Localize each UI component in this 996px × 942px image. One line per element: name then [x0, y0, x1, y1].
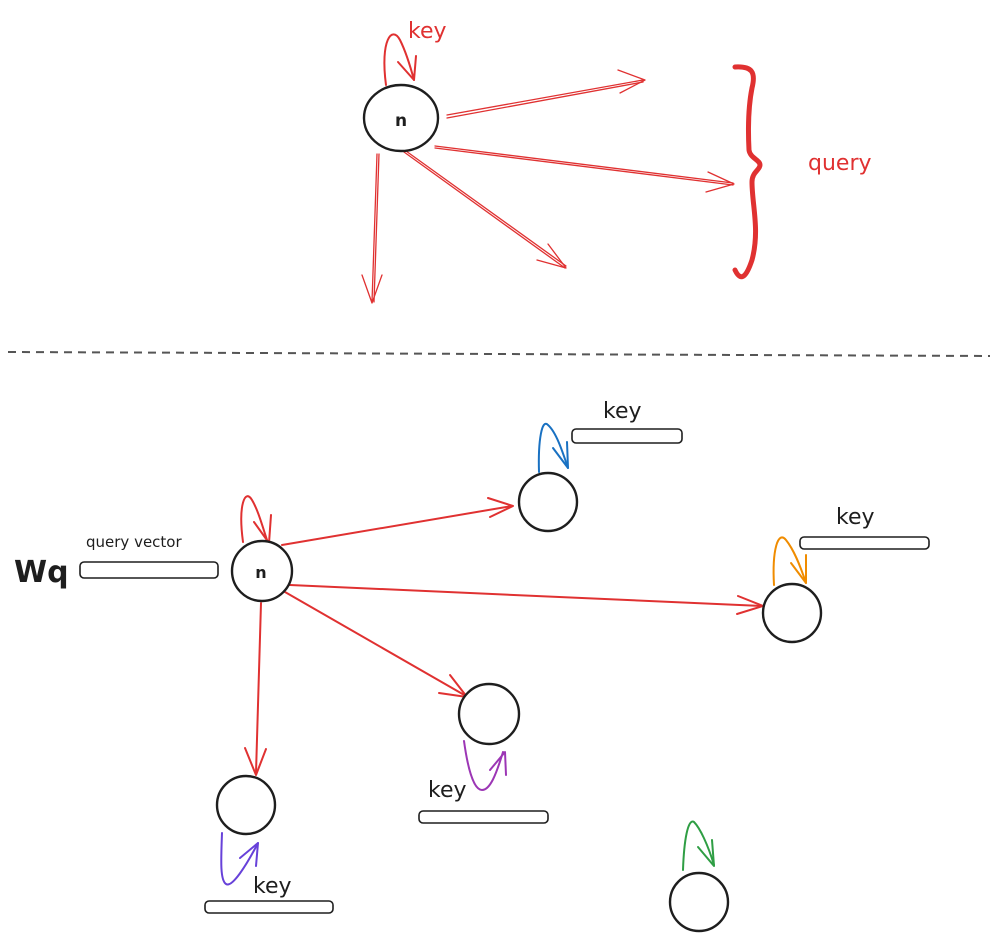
section-divider — [7, 351, 991, 357]
bottom-left-neighbor-node — [215, 774, 277, 836]
query-arrow-2 — [434, 145, 735, 193]
query-arrow-3 — [403, 150, 567, 269]
top-node — [362, 83, 440, 153]
orange-self-loop — [772, 536, 807, 586]
purple-arrowhead — [489, 751, 507, 776]
green-self-loop — [682, 820, 715, 871]
right-neighbor-key-label: key — [836, 505, 875, 530]
center-node — [230, 539, 294, 603]
top-section: key n query — [361, 19, 872, 304]
query-arrow-1 — [446, 69, 646, 119]
right-neighbor-key-bar — [799, 536, 930, 550]
right-neighbor-node — [761, 582, 823, 644]
violet-self-loop — [220, 832, 259, 886]
upper-neighbor-key-bar — [571, 428, 683, 444]
key-self-loop-top — [383, 33, 417, 86]
right-neighbor: key — [761, 505, 930, 644]
middle-neighbor-node — [457, 682, 521, 746]
edge-to-bottom-left-neighbor — [244, 602, 267, 776]
bottom-left-neighbor: key — [204, 774, 334, 914]
edge-to-middle-neighbor — [284, 591, 468, 698]
orange-arrowhead — [790, 554, 807, 584]
bottom-left-neighbor-key-label: key — [253, 874, 292, 899]
middle-neighbor-key-bar — [418, 810, 549, 824]
purple-self-loop — [463, 740, 504, 791]
query-brace — [732, 64, 763, 280]
weight-matrix-label: Wq — [14, 555, 69, 590]
upper-neighbor-node — [517, 471, 579, 533]
isolated-node — [668, 820, 730, 933]
query-vector-bar — [79, 561, 219, 579]
bottom-left-neighbor-key-bar — [204, 900, 334, 914]
upper-neighbor-key-label: key — [603, 399, 642, 424]
edge-to-right-neighbor — [289, 584, 764, 615]
top-node-label: n — [395, 111, 407, 131]
query-brace-label: query — [808, 151, 872, 176]
blue-arrowhead — [552, 441, 569, 469]
green-arrowhead — [697, 839, 715, 867]
query-vector-label: query vector — [86, 533, 182, 551]
top-key-label: key — [408, 19, 447, 44]
query-arrow-4 — [361, 153, 383, 304]
violet-arrowhead — [239, 842, 259, 867]
edge-to-upper-neighbor — [281, 497, 514, 546]
bottom-section: Wq query vector n — [14, 399, 930, 933]
isolated-node-circle — [668, 871, 730, 933]
center-self-loop — [240, 495, 272, 544]
center-node-label: n — [255, 563, 266, 582]
middle-neighbor-key-label: key — [428, 778, 467, 803]
blue-self-loop — [537, 422, 569, 473]
upper-neighbor: key — [517, 399, 683, 533]
middle-neighbor: key — [418, 682, 549, 824]
